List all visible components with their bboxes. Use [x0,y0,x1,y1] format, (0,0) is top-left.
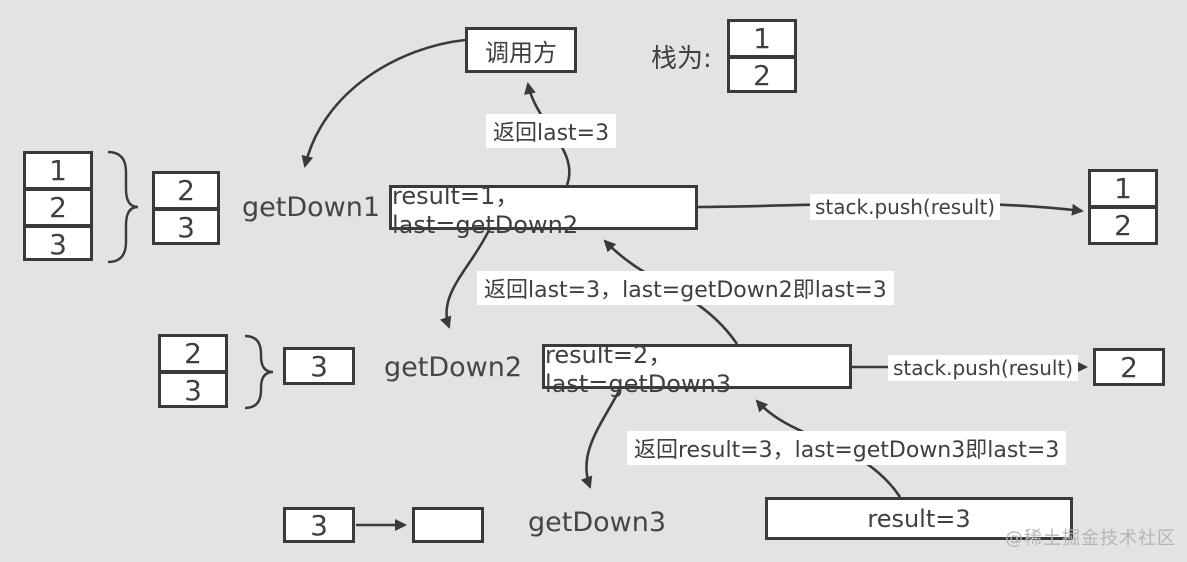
stack-cell: 2 [730,55,794,92]
row1-arg-stack: 2 3 [152,171,220,245]
top-stack: 1 2 [727,19,797,93]
row2-state-box: result=2，last=getDown3 [542,341,852,398]
stack-cell: 1 [49,154,67,187]
stack-cell: 3 [161,370,225,407]
stack-cell: 3 [26,224,90,261]
stack-cell: 1 [1114,172,1132,205]
row1-return-label: 返回last=3，last=getDown2即last=3 [477,271,894,305]
stack-cell: 2 [177,174,195,207]
watermark: @稀土掘金技术社区 [1005,528,1176,549]
brace-row2 [244,334,274,410]
arrow-result1-to-getdown2 [439,229,491,329]
row1-state-text: result=1，last=getDown2 [392,182,579,239]
row2-input-stack: 2 3 [158,334,228,408]
row3-state-text: result=3 [867,504,971,533]
stack-cell: 2 [26,187,90,224]
row1-push-label: stack.push(result) [810,194,1001,220]
caller-label: 调用方 [485,38,557,67]
row1-input-stack: 1 2 3 [23,151,93,261]
stack-cell: 2 [184,337,202,370]
row2-out-text: 2 [1120,350,1138,384]
row3-state-box: result=3 [765,497,1073,540]
stack-cell: 3 [155,207,217,244]
row2-out-box: 2 [1093,348,1165,386]
stack-cell: 2 [1091,205,1155,242]
stack-title: 栈为: [651,44,712,74]
fn-label-getdown1: getDown1 [242,192,381,223]
row2-state-text: result=2，last=getDown3 [545,341,732,398]
fn-label-getdown2: getDown2 [384,352,523,383]
arrow-result2-to-getdown3 [580,388,622,489]
stack-cell: 1 [753,22,771,55]
row2-push-label: stack.push(result) [888,355,1079,381]
row2-arg-text: 3 [310,349,328,383]
row3-input-text: 3 [310,508,328,542]
brace-row1 [107,150,139,264]
return-label-top: 返回last=3 [486,114,617,148]
row3-input-box: 3 [283,507,355,543]
row3-empty-box [412,507,484,543]
row1-state-box: result=1，last=getDown2 [389,182,698,239]
row2-return-label: 返回result=3，last=getDown3即last=3 [627,431,1067,465]
arrow-caller-to-getdown1 [301,38,466,168]
row1-out-stack: 1 2 [1088,169,1158,245]
row2-arg-box: 3 [283,347,355,385]
fn-label-getdown3: getDown3 [528,507,667,538]
caller-box: 调用方 [465,27,577,73]
